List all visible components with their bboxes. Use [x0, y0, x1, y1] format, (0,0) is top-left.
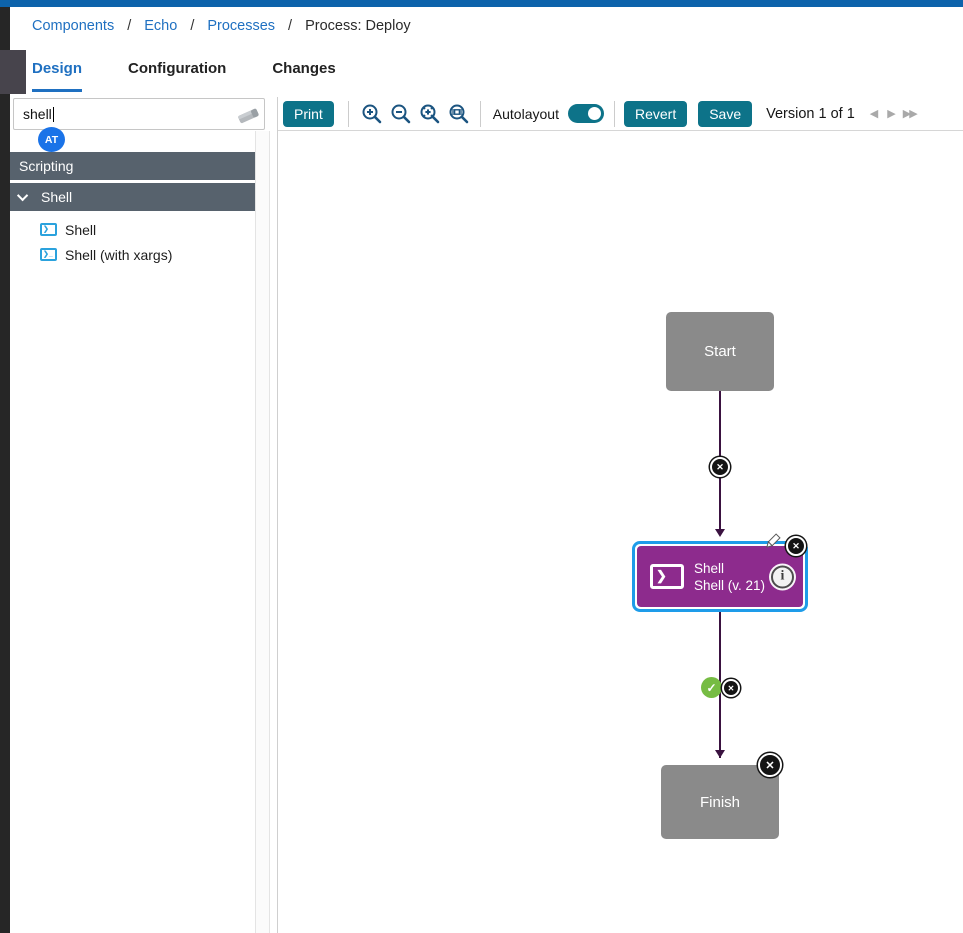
process-canvas[interactable]: Start ✕ ❯ Shell Shell (v. 21) i — [278, 131, 963, 933]
palette-item-label: Shell (with xargs) — [65, 247, 172, 263]
terminal-icon: ❯_ — [40, 248, 57, 261]
version-indicator: Version 1 of 1 — [766, 106, 855, 122]
at-cursor-badge: AT — [38, 127, 65, 152]
breadcrumb-echo[interactable]: Echo — [144, 18, 177, 34]
toolbar-divider — [348, 101, 349, 127]
revert-button[interactable]: Revert — [624, 101, 687, 127]
tab-changes[interactable]: Changes — [272, 60, 335, 92]
group-label: Shell — [41, 189, 72, 205]
success-check-icon[interactable]: ✓ — [701, 677, 722, 698]
palette-group-shell[interactable]: Shell — [10, 183, 255, 211]
toolbar-divider — [480, 101, 481, 127]
edge-arrowhead-icon — [715, 529, 725, 537]
zoom-out-icon[interactable] — [389, 102, 413, 126]
palette-category-scripting: Scripting — [10, 152, 255, 180]
palette-search-input[interactable]: shell — [13, 98, 265, 130]
left-nav-rail — [0, 7, 10, 933]
breadcrumb-separator: / — [288, 18, 292, 34]
autolayout-toggle[interactable] — [568, 104, 604, 123]
node-shell-delete-icon[interactable]: ✕ — [786, 536, 806, 556]
version-last-icon[interactable]: ▶▶ — [903, 107, 916, 120]
zoom-in-icon[interactable] — [360, 102, 384, 126]
designer-toolbar: Print — [278, 97, 963, 131]
top-accent-bar — [0, 0, 963, 7]
terminal-icon: ❯ — [40, 223, 57, 236]
step-palette-sidebar: shell AT Scripting Shell ❯ Shell — [10, 97, 270, 933]
palette-search-row: shell — [10, 97, 270, 131]
search-value: shell — [23, 106, 52, 122]
zoom-fit-icon[interactable] — [418, 102, 442, 126]
toolbar-divider — [614, 101, 615, 127]
sidebar-scrollbar[interactable] — [255, 131, 270, 933]
version-prev-icon[interactable]: ◀ — [870, 107, 876, 120]
save-button[interactable]: Save — [698, 101, 752, 127]
breadcrumb-separator: / — [190, 18, 194, 34]
zoom-actual-icon[interactable] — [447, 102, 471, 126]
palette-item-shell-xargs[interactable]: ❯_ Shell (with xargs) — [10, 242, 255, 267]
edit-pencil-icon[interactable] — [761, 531, 783, 553]
node-shell-body: ❯ Shell Shell (v. 21) i — [637, 546, 803, 607]
node-finish-label: Finish — [700, 794, 740, 811]
breadcrumb-separator: / — [127, 18, 131, 34]
palette-item-label: Shell — [65, 222, 96, 238]
breadcrumb: Components / Echo / Processes / Process:… — [32, 18, 411, 34]
close-glyph: ✕ — [792, 541, 800, 552]
check-glyph: ✓ — [706, 681, 716, 695]
eraser-icon[interactable] — [237, 106, 259, 124]
node-finish[interactable]: Finish — [661, 765, 779, 839]
edge-delete-icon[interactable]: ✕ — [710, 457, 730, 477]
text-caret — [53, 107, 54, 122]
chevron-down-icon — [17, 190, 28, 201]
autolayout-label: Autolayout — [493, 106, 559, 122]
breadcrumb-components[interactable]: Components — [32, 18, 114, 34]
tab-design[interactable]: Design — [32, 60, 82, 92]
info-icon[interactable]: i — [771, 565, 794, 588]
close-glyph: ✕ — [728, 684, 735, 693]
node-start-label: Start — [704, 343, 736, 360]
category-label: Scripting — [19, 158, 73, 174]
node-shell-label: Shell — [694, 560, 765, 577]
breadcrumb-processes[interactable]: Processes — [207, 18, 275, 34]
close-glyph: ✕ — [765, 759, 774, 772]
breadcrumb-current: Process: Deploy — [305, 18, 411, 34]
node-finish-delete-icon[interactable]: ✕ — [758, 753, 782, 777]
version-next-icon[interactable]: ▶ — [887, 107, 893, 120]
print-button[interactable]: Print — [283, 101, 334, 127]
terminal-icon: ❯ — [650, 564, 684, 589]
tab-configuration[interactable]: Configuration — [128, 60, 226, 92]
close-glyph: ✕ — [716, 462, 724, 473]
palette-item-shell[interactable]: ❯ Shell — [10, 217, 255, 242]
edge-arrowhead-icon — [715, 750, 725, 758]
edge-delete-icon[interactable]: ✕ — [722, 679, 740, 697]
node-start[interactable]: Start — [666, 312, 774, 391]
node-shell-sublabel: Shell (v. 21) — [694, 577, 765, 594]
toggle-knob — [588, 107, 601, 120]
left-rail-handle[interactable] — [0, 50, 26, 94]
tab-bar: Design Configuration Changes — [32, 60, 336, 92]
